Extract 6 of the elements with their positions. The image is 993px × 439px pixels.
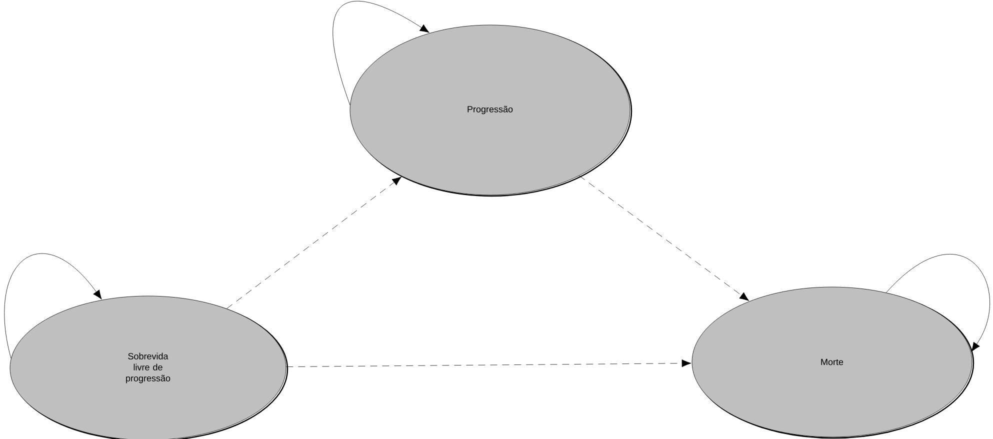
dashed-arrow <box>286 359 692 368</box>
loop-arrow <box>332 0 430 106</box>
dashed-arrow <box>226 176 402 309</box>
dashed-arrow <box>579 176 750 301</box>
loop-arrow <box>886 254 990 352</box>
loop-arrow <box>4 253 102 359</box>
